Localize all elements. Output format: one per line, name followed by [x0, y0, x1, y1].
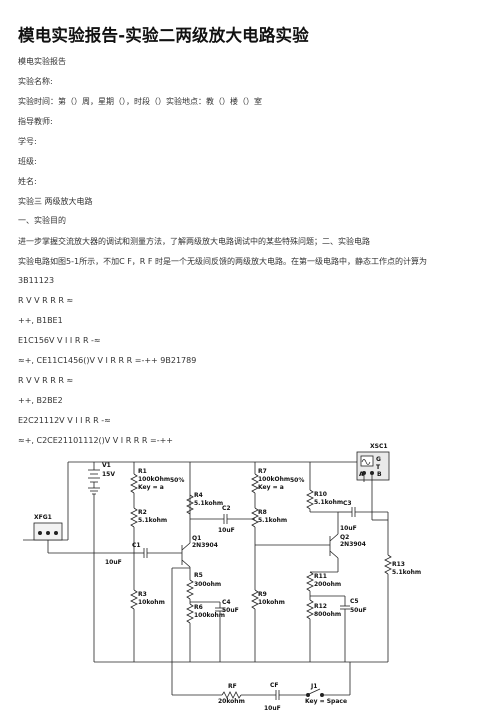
c2-value: 10uF	[218, 527, 235, 534]
text-line: 实验电路如图5-1所示，不加C F，R F 时是一个无级间反馈的两级放大电路。在…	[18, 257, 428, 266]
r6-value: 100kohm	[194, 612, 225, 619]
scope-label: XSC1	[370, 443, 388, 450]
xfg-label: XFG1	[34, 514, 52, 521]
page-title: 模电实验报告-实验二两级放大电路实验	[18, 26, 309, 45]
q2-label: Q2	[340, 534, 349, 541]
resistor-r2	[130, 507, 138, 528]
r5-value: 300ohm	[194, 581, 221, 588]
c5-label: C5	[350, 598, 359, 605]
r8-label: R8	[258, 509, 267, 516]
q1-label: Q1	[192, 535, 201, 542]
r1-value: 100kOhm	[138, 476, 170, 483]
text-line: 实验时间：第（）周，星期（），时段（）实验地点：教（）楼（）室	[18, 97, 262, 106]
scope-t-label: T	[376, 464, 381, 471]
resistor-r7	[251, 473, 259, 494]
resistor-r8	[251, 507, 259, 528]
resistor-r1	[130, 473, 138, 494]
scope-b-label: B	[377, 471, 382, 478]
text-line: 实验三 两级放大电路	[18, 197, 93, 206]
r2-value: 5.1kohm	[138, 517, 167, 524]
q1-model: 2N3904	[192, 542, 218, 549]
scope-glyph: G	[376, 456, 381, 463]
switch-icon	[305, 688, 324, 698]
r12-label: R12	[314, 603, 327, 610]
r13-value: 5.1kohm	[392, 569, 421, 576]
text-line: 班级:	[18, 157, 37, 166]
r2-label: R2	[138, 509, 147, 516]
r3-value: 10kohm	[138, 599, 165, 606]
battery-icon	[88, 462, 100, 495]
r7-label: R7	[258, 468, 267, 475]
text-line: 模电实验报告	[18, 57, 66, 66]
c3-value: 10uF	[340, 525, 357, 532]
scope-a-label: A	[359, 471, 364, 478]
r5-label: R5	[194, 572, 203, 579]
j1-key: Key = Space	[305, 698, 347, 705]
c2-label: C2	[222, 505, 231, 512]
resistor-r10	[306, 489, 314, 510]
q2-model: 2N3904	[340, 541, 366, 548]
text-line: 实验名称:	[18, 77, 53, 86]
r11-label: R11	[314, 573, 327, 580]
r13-label: R13	[392, 561, 405, 568]
formula-line: E2C21112V V I I R R -≈	[18, 416, 111, 425]
formula-line: ≈+, C2CE21101112()V V I R R R =-++	[18, 436, 174, 445]
text-line: 进一步掌握交流放大器的调试和测量方法，了解两级放大电路调试中的某些特殊问题；二、…	[18, 237, 370, 246]
v1-value: 15V	[102, 471, 115, 478]
formula-line: ++, B1BE1	[18, 316, 63, 325]
r4-label: R4	[194, 492, 203, 499]
r7-value: 100kOhm	[258, 476, 290, 483]
r12-value: 800ohm	[314, 611, 341, 618]
text-line: 姓名:	[18, 177, 37, 186]
section-heading: 一、实验目的	[18, 216, 66, 225]
formula-line: ++, B2BE2	[18, 396, 63, 405]
r7-percent: 50%	[290, 477, 304, 484]
rf-value: 20kohm	[218, 698, 245, 705]
v1-label: V1	[102, 462, 111, 469]
resistor-r11	[306, 571, 314, 592]
text-line: 学号:	[18, 137, 37, 146]
r1-percent: 50%	[170, 477, 184, 484]
c3-label: C3	[343, 500, 352, 507]
resistor-r13	[384, 554, 392, 575]
c4-value: 50uF	[222, 607, 239, 614]
formula-line: ≈+, CE11C1456()V V I R R R =-++ 9B21789	[18, 356, 197, 365]
cf-value: 10uF	[264, 705, 281, 712]
cf-label: CF	[270, 682, 279, 689]
resistor-r4	[186, 494, 194, 515]
resistor-r3	[130, 589, 138, 610]
c1-label: C1	[132, 542, 141, 549]
r11-value: 200ohm	[314, 581, 341, 588]
r7-key: Key = a	[258, 484, 284, 491]
r8-value: 5.1kohm	[258, 517, 287, 524]
text-line: 指导教师:	[18, 117, 53, 126]
resistor-r9	[251, 589, 259, 610]
r9-value: 10kohm	[258, 599, 285, 606]
r10-label: R10	[314, 491, 327, 498]
resistor-r6	[186, 603, 194, 624]
r10-value: 5.1kohm	[314, 499, 343, 506]
c5-value: 50uF	[350, 607, 367, 614]
c1-value: 10uF	[105, 559, 122, 566]
j1-label: J1	[310, 683, 317, 690]
r1-label: R1	[138, 468, 147, 475]
formula-line: R V V R R R ≈	[18, 376, 74, 385]
r1-key: Key = a	[138, 484, 164, 491]
r9-label: R9	[258, 591, 267, 598]
formula-line: 3B11123	[18, 276, 55, 285]
r6-label: R6	[194, 604, 203, 611]
resistor-r12	[306, 599, 314, 620]
formula-line: R V V R R R ≈	[18, 296, 74, 305]
r4-value: 5.1kohm	[194, 500, 223, 507]
formula-line: E1C156V V I I R R -≈	[18, 336, 101, 345]
r3-label: R3	[138, 591, 147, 598]
rf-label: RF	[228, 683, 237, 690]
c4-label: C4	[222, 599, 231, 606]
resistor-rf	[221, 691, 242, 699]
resistor-r5	[186, 579, 194, 600]
